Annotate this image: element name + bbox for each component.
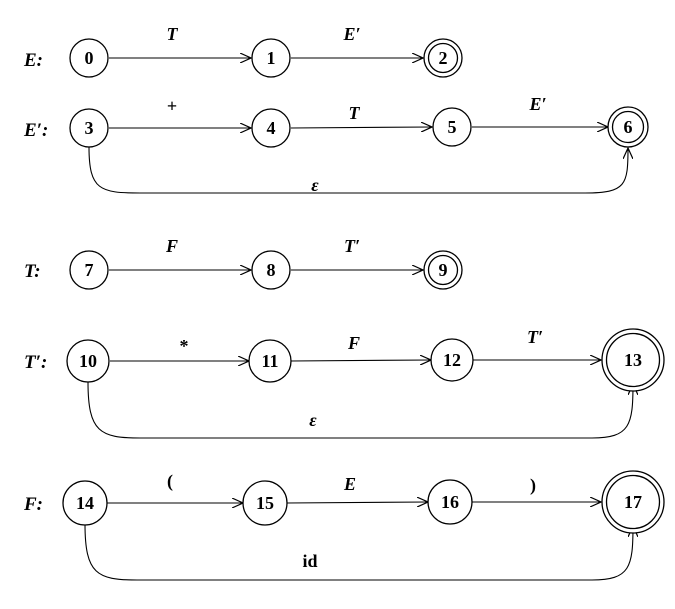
- state-3-label: 3: [85, 118, 94, 138]
- state-3: 3: [69, 108, 109, 148]
- state-4-label: 4: [267, 118, 276, 138]
- edge-label-15-16: E: [343, 474, 356, 494]
- edge-label-1-2: E′: [342, 24, 360, 44]
- state-9-label: 9: [439, 260, 448, 280]
- edge-14-17-id: [84, 523, 633, 581]
- state-15-label: 15: [256, 493, 274, 513]
- state-14: 14: [62, 480, 108, 526]
- diagram-label-T: T:: [24, 261, 41, 282]
- state-17-label: 17: [624, 492, 642, 512]
- state-11: 11: [248, 339, 292, 383]
- edge-label-11-12: F: [347, 333, 360, 353]
- state-13-label: 13: [624, 350, 642, 370]
- state-2-label: 2: [439, 48, 448, 68]
- edge-label-0-1: T: [167, 24, 179, 44]
- state-7: 7: [69, 250, 109, 290]
- state-14-label: 14: [76, 493, 94, 513]
- state-1-label: 1: [267, 48, 276, 68]
- state-5: 5: [432, 107, 472, 147]
- state-9-accepting: 9: [423, 250, 463, 290]
- state-6-label: 6: [624, 117, 633, 137]
- state-0-label: 0: [85, 48, 94, 68]
- state-7-label: 7: [85, 260, 94, 280]
- edge-label-3-6: ε: [311, 175, 319, 195]
- state-8: 8: [251, 250, 291, 290]
- state-17-accepting: 17: [601, 470, 665, 534]
- edge-label-7-8: F: [165, 236, 178, 256]
- state-12-label: 12: [443, 350, 461, 370]
- state-5-label: 5: [448, 117, 457, 137]
- state-1: 1: [251, 38, 291, 78]
- edge-label-4-5: T: [349, 103, 361, 123]
- edge-label-14-15: (: [167, 471, 173, 492]
- state-12: 12: [430, 338, 474, 382]
- state-16: 16: [427, 479, 473, 525]
- diagram-label-E-prime: E′:: [23, 120, 48, 141]
- diagram-label-F: F:: [23, 494, 43, 515]
- edge-3-6-epsilon: [88, 147, 628, 194]
- state-10: 10: [66, 339, 110, 383]
- edge-label-16-17: ): [530, 475, 536, 496]
- diagram-label-T-prime: T′:: [24, 352, 47, 373]
- state-0: 0: [69, 38, 109, 78]
- state-11-label: 11: [261, 351, 278, 371]
- edge-label-10-11: *: [180, 336, 189, 356]
- edge-label-5-6: E′: [528, 94, 546, 114]
- state-15: 15: [242, 480, 288, 526]
- edge-11-12: [290, 360, 431, 361]
- state-6-accepting: 6: [607, 106, 649, 148]
- edge-label-8-9: T′: [344, 236, 360, 256]
- state-10-label: 10: [79, 351, 97, 371]
- edge-10-13-epsilon: [87, 381, 633, 439]
- state-4: 4: [251, 108, 291, 148]
- edge-label-10-13: ε: [309, 410, 317, 430]
- edge-label-3-4: +: [167, 96, 177, 116]
- state-16-label: 16: [441, 492, 459, 512]
- edge-15-16: [286, 502, 428, 503]
- state-8-label: 8: [267, 260, 276, 280]
- edge-label-14-17: id: [302, 551, 317, 571]
- state-2-accepting: 2: [423, 38, 463, 78]
- edge-label-12-13: T′: [527, 327, 543, 347]
- state-13-accepting: 13: [601, 328, 665, 392]
- diagram-label-E: E:: [23, 50, 43, 71]
- edge-4-5: [290, 127, 432, 128]
